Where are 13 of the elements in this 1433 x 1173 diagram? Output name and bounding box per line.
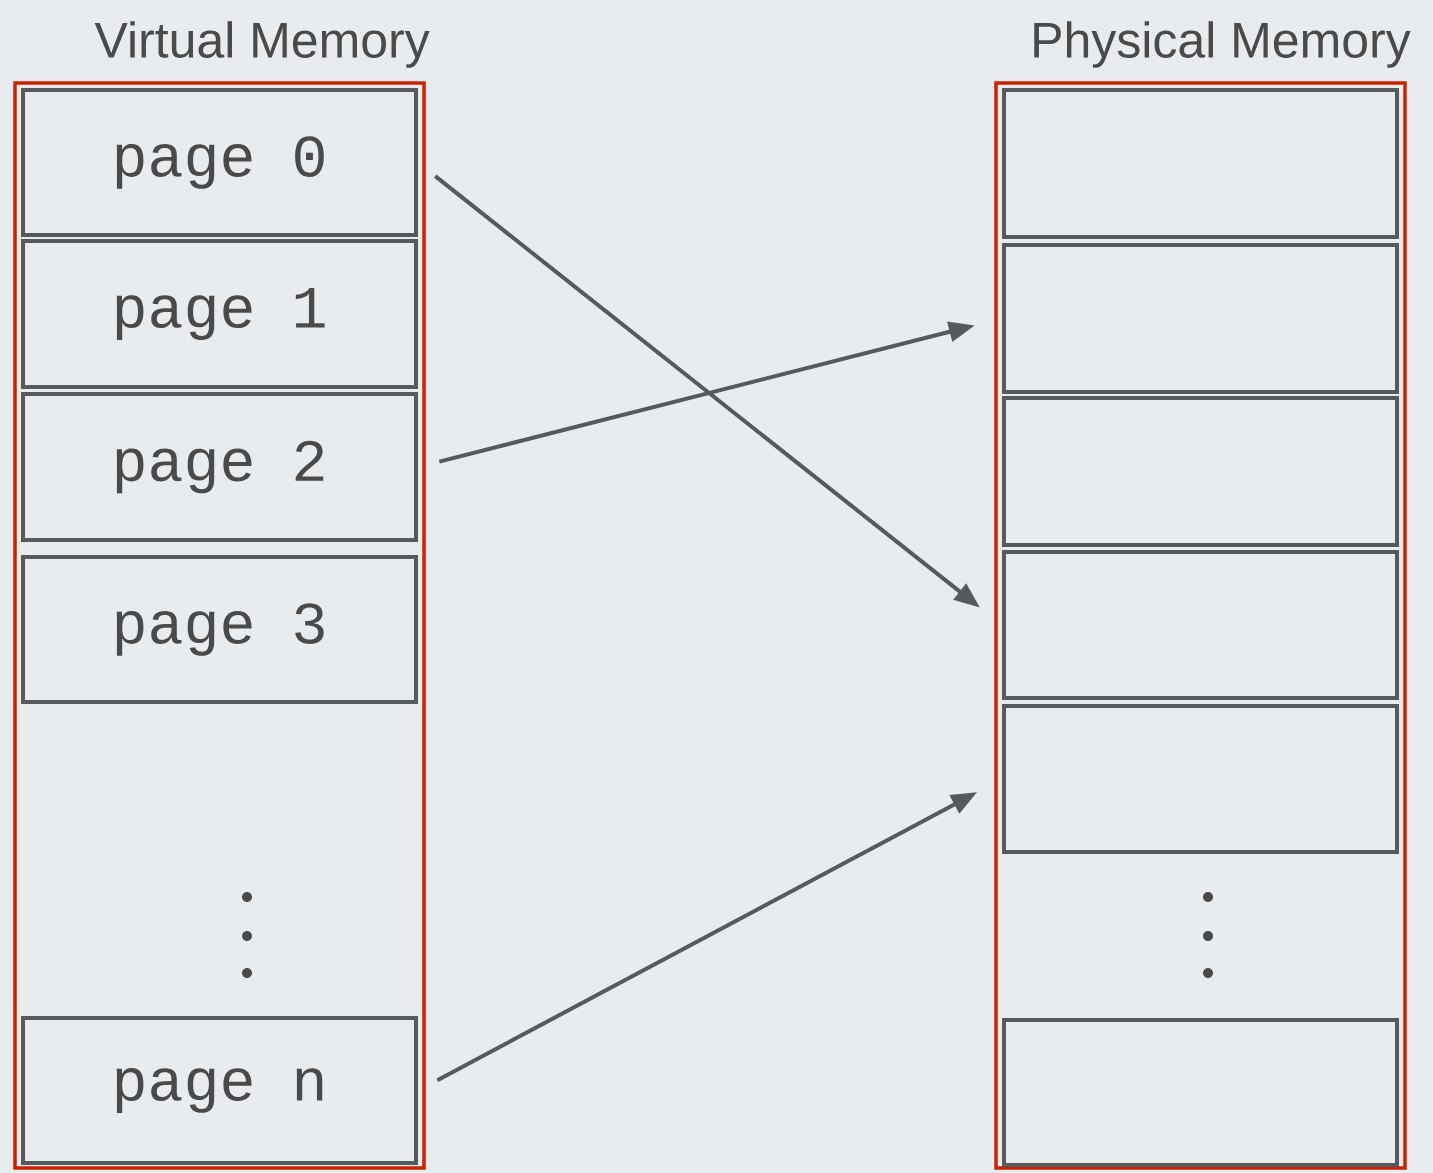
frame-box bbox=[1002, 1018, 1399, 1167]
frame-box bbox=[1002, 88, 1399, 239]
page-box: page 0 bbox=[21, 88, 418, 237]
column-title: Physical Memory bbox=[1034, 21, 1411, 68]
frame-box bbox=[1002, 396, 1399, 547]
page-box: page 2 bbox=[21, 392, 418, 542]
page-box: page n bbox=[21, 1016, 418, 1165]
frame-box bbox=[1002, 550, 1399, 700]
frame-box bbox=[1002, 704, 1399, 854]
page-box: page 1 bbox=[21, 239, 418, 389]
column-title: Virtual Memory bbox=[94, 21, 430, 68]
page-box: page 3 bbox=[21, 555, 418, 704]
frame-box bbox=[1002, 243, 1399, 394]
